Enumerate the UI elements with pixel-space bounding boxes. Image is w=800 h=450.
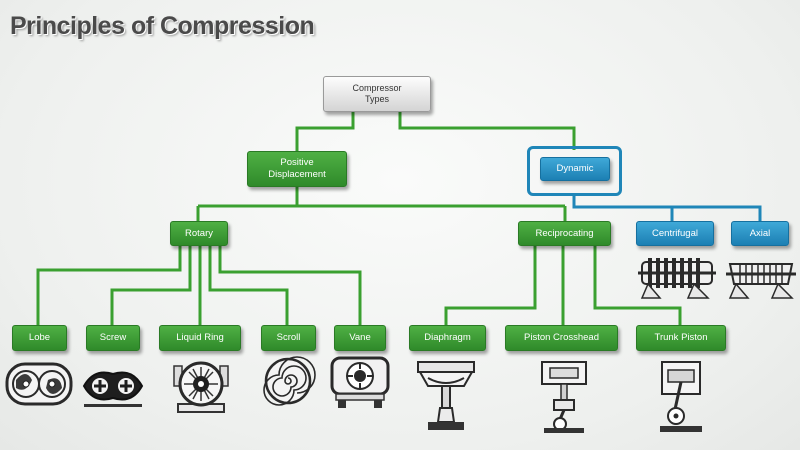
compressor-types-node[interactable]: Compressor Types (323, 76, 431, 112)
positive-displacement-label: Positive Displacement (268, 157, 326, 180)
vane-node[interactable]: Vane (334, 325, 386, 351)
diaphragm-label: Diaphragm (424, 332, 471, 344)
centrifugal-label: Centrifugal (652, 227, 698, 239)
trunk-piston-icon (660, 361, 702, 432)
centrifugal-node[interactable]: Centrifugal (636, 221, 714, 246)
lobe-label: Lobe (28, 332, 51, 344)
screw-icon (82, 371, 144, 407)
vane-label: Vane (349, 332, 371, 344)
trunk-piston-node[interactable]: Trunk Piston (636, 325, 726, 351)
piston-crosshead-icon (541, 361, 587, 433)
reciprocating-node[interactable]: Reciprocating (518, 221, 611, 246)
rotary-label: Rotary (185, 227, 213, 239)
vane-icon (330, 356, 390, 408)
piston-crosshead-label: Piston Crosshead (524, 332, 599, 344)
dynamic-node[interactable]: Dynamic (540, 157, 610, 181)
scroll-node[interactable]: Scroll (261, 325, 316, 351)
dynamic-highlight-frame (527, 146, 622, 196)
centrifugal-icon (638, 258, 716, 299)
reciprocating-label: Reciprocating (535, 227, 594, 239)
screw-label: Screw (99, 332, 127, 344)
positive-displacement-node[interactable]: Positive Displacement (247, 151, 347, 187)
liquid-ring-node[interactable]: Liquid Ring (159, 325, 241, 351)
screw-node[interactable]: Screw (86, 325, 140, 351)
compressor-types-label: Compressor Types (352, 82, 402, 104)
rotary-node[interactable]: Rotary (170, 221, 228, 246)
trunk-piston-label: Trunk Piston (654, 332, 708, 344)
axial-icon (726, 263, 796, 299)
diaphragm-node[interactable]: Diaphragm (409, 325, 486, 351)
piston-crosshead-node[interactable]: Piston Crosshead (505, 325, 618, 351)
scroll-label: Scroll (276, 332, 301, 344)
scroll-icon (263, 356, 316, 406)
dynamic-label: Dynamic (556, 163, 594, 175)
page-title: Principles of Compression (10, 12, 315, 40)
liquid-ring-label: Liquid Ring (176, 332, 224, 344)
axial-node[interactable]: Axial (731, 221, 789, 246)
diaphragm-icon (417, 361, 475, 430)
axial-label: Axial (749, 227, 771, 239)
lobe-icon (5, 362, 73, 406)
lobe-node[interactable]: Lobe (12, 325, 67, 351)
liquid-ring-icon (173, 361, 229, 413)
